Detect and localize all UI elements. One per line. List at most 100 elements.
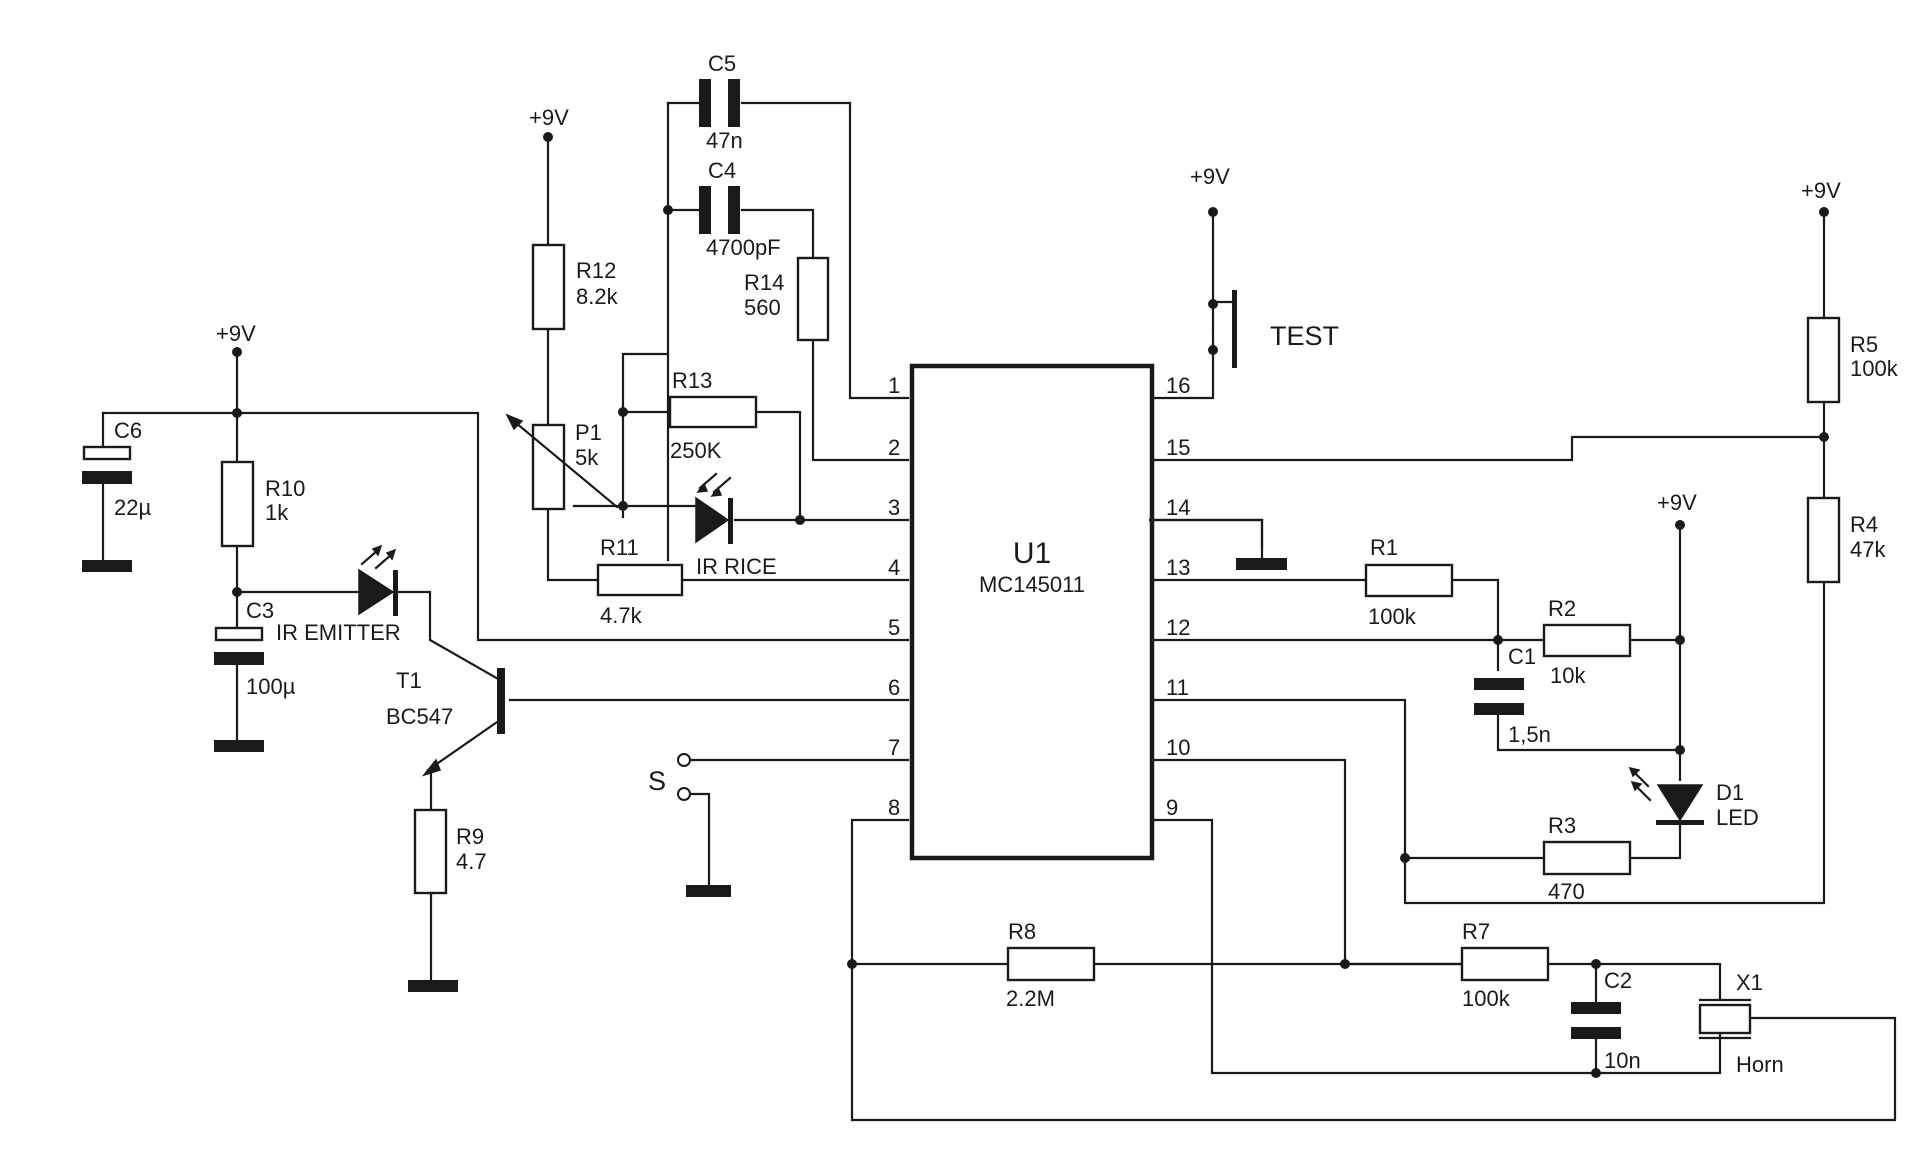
r12-value: 8.2k <box>576 284 619 309</box>
r4-ref: R4 <box>1850 512 1878 537</box>
capacitor-c5 <box>699 79 740 127</box>
capacitor-c3 <box>214 626 264 665</box>
ic-pin-numbers: 1 2 3 4 5 6 7 8 9 10 11 12 13 14 15 16 <box>888 373 1190 820</box>
pin-10-label: 10 <box>1166 735 1190 760</box>
horn-x1 <box>1698 998 1752 1040</box>
d1-value: LED <box>1716 805 1759 830</box>
r13-ref: R13 <box>672 368 712 393</box>
resistor-r7 <box>1460 946 1550 982</box>
capacitor-c4 <box>699 186 740 234</box>
r11-ref: R11 <box>600 535 639 560</box>
c4-value: 4700pF <box>706 235 781 260</box>
resistor-r4 <box>1806 496 1841 584</box>
t1-ref: T1 <box>396 668 422 693</box>
resistor-r9 <box>413 808 448 895</box>
r11-value: 4.7k <box>600 603 643 628</box>
supply-label-r10: +9V <box>216 321 256 346</box>
c6-value: 22µ <box>114 495 151 520</box>
switch-s-label: S <box>648 766 666 796</box>
resistor-r12 <box>531 243 566 331</box>
r10-ref: R10 <box>265 476 305 501</box>
pin-4-label: 4 <box>888 555 900 580</box>
r14-value: 560 <box>744 295 781 320</box>
pin-7-label: 7 <box>888 735 900 760</box>
r5-value: 100k <box>1850 356 1899 381</box>
r7-ref: R7 <box>1462 919 1490 944</box>
supply-label-r12: +9V <box>529 105 569 130</box>
r8-ref: R8 <box>1008 919 1036 944</box>
c5-ref: C5 <box>708 51 736 76</box>
resistor-r11 <box>596 563 684 597</box>
ic-u1-part: MC145011 <box>979 572 1085 597</box>
c3-ref: C3 <box>246 598 274 623</box>
ir-emitter-diode <box>358 544 398 616</box>
r7-value: 100k <box>1462 986 1511 1011</box>
p1-value: 5k <box>575 445 599 470</box>
r10-value: 1k <box>265 500 289 525</box>
ic-u1-body <box>909 363 1155 861</box>
capacitor-c1 <box>1474 678 1524 715</box>
pin-15-label: 15 <box>1166 435 1190 460</box>
pin-16-label: 16 <box>1166 373 1190 398</box>
x1-ref: X1 <box>1736 970 1763 995</box>
pin-8-label: 8 <box>888 795 900 820</box>
r9-value: 4.7 <box>456 849 487 874</box>
pin-6-label: 6 <box>888 675 900 700</box>
capacitor-c6 <box>82 445 132 484</box>
c5-value: 47n <box>706 128 743 153</box>
pin-2-label: 2 <box>888 435 900 460</box>
supply-label-d1: +9V <box>1657 490 1697 515</box>
resistor-r14 <box>796 256 830 342</box>
d1-ref: D1 <box>1716 780 1744 805</box>
ir-receiver-diode <box>695 472 733 544</box>
r12-ref: R12 <box>576 258 616 283</box>
ic-u1-ref: U1 <box>1013 537 1051 570</box>
c1-ref: C1 <box>1508 644 1536 669</box>
r3-ref: R3 <box>1548 813 1576 838</box>
r13-value: 250K <box>670 438 722 463</box>
transistor-t1 <box>421 668 505 777</box>
resistor-r3 <box>1542 840 1632 876</box>
r2-value: 10k <box>1550 663 1586 688</box>
r9-ref: R9 <box>456 824 484 849</box>
r14-ref: R14 <box>744 270 784 295</box>
ground-symbols <box>82 518 1287 992</box>
r8-value: 2.2M <box>1006 986 1055 1011</box>
supply-label-test: +9V <box>1190 164 1230 189</box>
pin-11-label: 11 <box>1166 675 1189 700</box>
r2-ref: R2 <box>1548 596 1576 621</box>
c1-value: 1,5n <box>1508 722 1551 747</box>
ir-emitter-label: IR EMITTER <box>276 620 401 645</box>
pin-13-label: 13 <box>1166 555 1190 580</box>
t1-value: BC547 <box>386 704 453 729</box>
ir-receiver-label: IR RICE <box>696 554 777 579</box>
r3-value: 470 <box>1548 879 1585 904</box>
r4-value: 47k <box>1850 537 1886 562</box>
pin-9-label: 9 <box>1166 795 1178 820</box>
junction-dots <box>232 132 1829 1078</box>
r5-ref: R5 <box>1850 332 1878 357</box>
c2-ref: C2 <box>1604 968 1632 993</box>
resistor-r8 <box>1006 946 1096 982</box>
pin-1-label: 1 <box>888 373 900 398</box>
capacitor-c2 <box>1571 1002 1621 1039</box>
c4-ref: C4 <box>708 158 736 183</box>
pin-3-label: 3 <box>888 495 900 520</box>
r1-ref: R1 <box>1370 535 1398 560</box>
resistor-r2 <box>1542 623 1632 658</box>
p1-ref: P1 <box>575 420 602 445</box>
test-button-label: TEST <box>1270 321 1339 351</box>
c3-value: 100µ <box>246 674 296 699</box>
resistor-r10 <box>220 460 255 548</box>
x1-value: Horn <box>1736 1052 1784 1077</box>
potentiometer-p1 <box>505 413 619 511</box>
supply-label-r5: +9V <box>1801 178 1841 203</box>
pin-14-label: 14 <box>1166 495 1190 520</box>
resistor-r5 <box>1806 316 1841 404</box>
r1-value: 100k <box>1368 604 1417 629</box>
c2-value: 10n <box>1604 1048 1641 1073</box>
resistor-r13 <box>668 395 758 429</box>
c6-ref: C6 <box>114 418 142 443</box>
switch-s <box>677 753 691 801</box>
